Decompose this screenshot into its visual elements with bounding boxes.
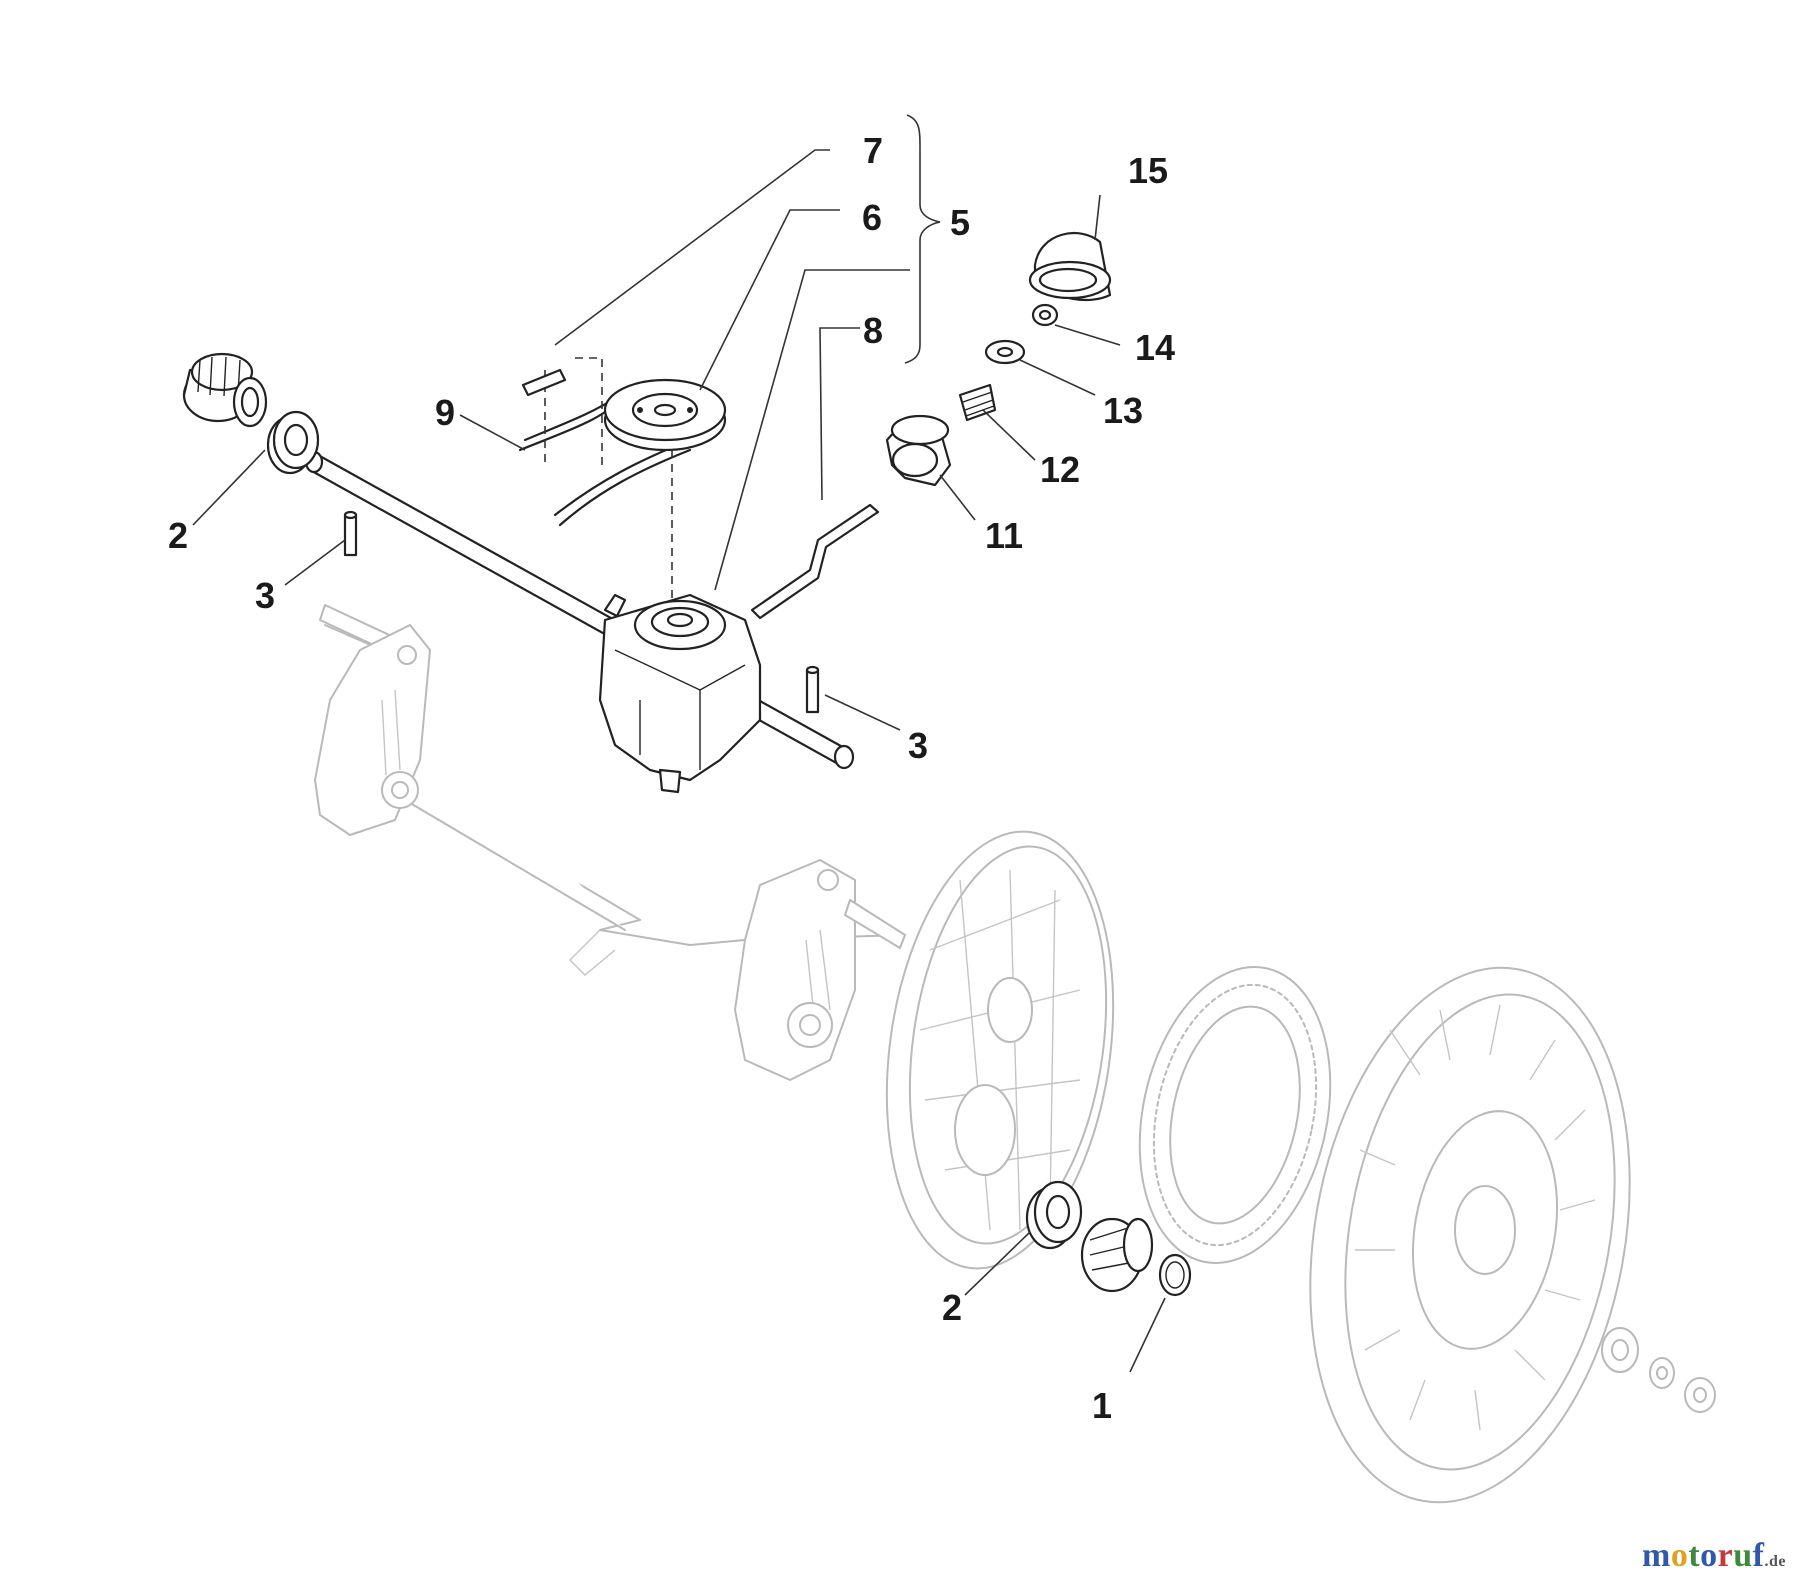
- callout-15: 15: [1128, 150, 1168, 191]
- callout-5: 5: [950, 202, 970, 243]
- circlip: [1158, 1253, 1192, 1297]
- hub-washer-right: [1649, 1357, 1675, 1389]
- dust-cap: [1028, 231, 1112, 302]
- ring-gear: [1138, 966, 1332, 1264]
- gearbox: [598, 593, 762, 794]
- hub-nut-right: [1684, 1377, 1716, 1413]
- callout-7: 7: [863, 130, 883, 171]
- watermark-suffix: .de: [1764, 1553, 1786, 1570]
- pulley-belt: [518, 378, 727, 527]
- callout-3b: 3: [908, 725, 928, 766]
- assembly-line-key: [575, 357, 603, 470]
- watermark-char: t: [1688, 1537, 1701, 1574]
- watermark-char: m: [1642, 1537, 1671, 1574]
- left-pinion-gear: [182, 352, 268, 428]
- left-bearing: [266, 410, 320, 475]
- control-rod: [750, 503, 880, 620]
- callout-6: 6: [862, 197, 882, 238]
- roll-pin-right: [805, 665, 820, 714]
- callout-1: 1: [1092, 1385, 1112, 1426]
- callout-3a: 3: [255, 575, 275, 616]
- callout-8: 8: [863, 310, 883, 351]
- watermark-char: r: [1717, 1537, 1734, 1574]
- watermark-char: o: [1670, 1537, 1689, 1574]
- watermark-logo: motoruf.de: [1642, 1537, 1786, 1575]
- callout-14: 14: [1135, 327, 1175, 368]
- rear-wheel: [1309, 966, 1631, 1504]
- leader-lines: [192, 114, 1166, 1373]
- watermark-char: u: [1733, 1537, 1753, 1574]
- nut: [1031, 303, 1059, 327]
- callout-2a: 2: [168, 515, 188, 556]
- clutch-bushing: [885, 414, 952, 487]
- washer: [984, 339, 1026, 365]
- callout-9: 9: [435, 392, 455, 433]
- wheel-bearing: [1025, 1180, 1083, 1250]
- wheel-pinion: [1080, 1217, 1154, 1293]
- roll-pin-left: [343, 510, 358, 557]
- callout-11: 11: [985, 515, 1023, 556]
- watermark-char: f: [1752, 1537, 1765, 1574]
- callout-12: 12: [1040, 449, 1080, 490]
- callout-13: 13: [1103, 390, 1143, 431]
- spring: [958, 383, 997, 422]
- hub-bearing-right: [1601, 1327, 1639, 1373]
- rear-axle-lever-assembly: [314, 604, 906, 1081]
- watermark-char: o: [1700, 1537, 1718, 1574]
- wheel-cover: [885, 830, 1115, 1270]
- callout-2b: 2: [942, 1287, 962, 1328]
- key-pin: [521, 368, 567, 397]
